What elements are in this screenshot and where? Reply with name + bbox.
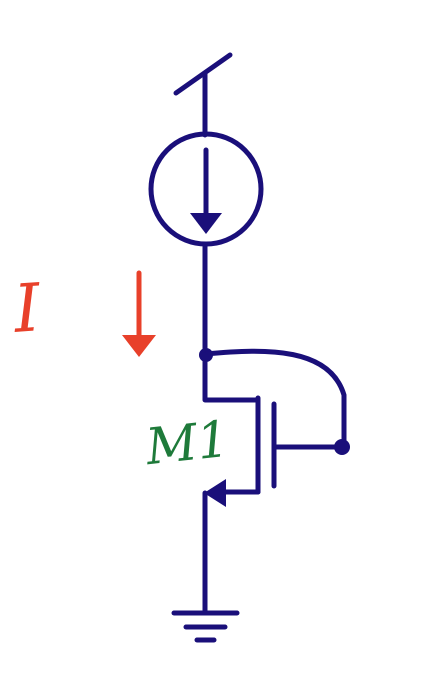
ground-icon [171, 610, 240, 643]
current-label: I [11, 269, 43, 348]
current-source-icon [148, 131, 264, 247]
nmos-transistor-icon [202, 352, 345, 615]
gate-drain-connection [203, 348, 347, 450]
transistor-label: M1 [143, 409, 232, 477]
arrow-down-icon [122, 270, 156, 357]
vdd-supply-icon [173, 52, 233, 138]
